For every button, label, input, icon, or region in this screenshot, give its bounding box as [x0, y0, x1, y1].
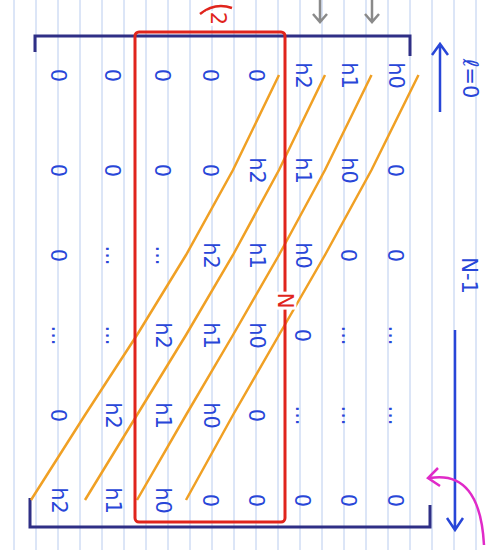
- index-label: ℓ=0: [459, 58, 480, 98]
- matrix-entry: h1: [199, 322, 220, 349]
- matrix-entry: 0: [48, 68, 69, 81]
- matrix-entry: 0: [200, 493, 221, 506]
- matrix-entry: 0: [246, 408, 267, 421]
- matrix-entry: 0: [338, 248, 359, 261]
- matrix-entry: 0: [152, 68, 173, 81]
- red-mark-label: N: [274, 291, 297, 309]
- matrix-entry: h2: [101, 402, 122, 429]
- matrix-entry: h2: [47, 487, 68, 514]
- matrix-entry: 0: [385, 163, 406, 176]
- matrix-entry: 0: [385, 493, 406, 506]
- matrix-bracket: [30, 36, 430, 527]
- matrix-entry: 0: [48, 163, 69, 176]
- diagonal-line: [137, 75, 372, 500]
- matrix-entry: h0: [337, 157, 358, 184]
- matrix-entry: h0: [199, 402, 220, 429]
- index-label: N-1: [458, 257, 479, 294]
- matrix-entry: h0: [384, 62, 405, 89]
- matrix-entry: ...: [385, 405, 406, 425]
- matrix-entry: 0: [246, 493, 267, 506]
- matrix-entry: h2: [245, 157, 266, 184]
- matrix-entry: 0: [102, 163, 123, 176]
- matrix-entry: 0: [292, 328, 313, 341]
- matrix-entry: ...: [292, 405, 313, 425]
- matrix-entry: h2: [199, 242, 220, 269]
- input-arrows: [313, 0, 379, 22]
- matrix-entry: 0: [200, 68, 221, 81]
- matrix-entry: ...: [102, 245, 123, 265]
- diagonal-line: [31, 75, 279, 500]
- pink-arrow: [428, 468, 484, 545]
- selection-box: [135, 32, 285, 522]
- matrix-entry: ...: [48, 325, 69, 345]
- matrix-entry: ...: [338, 325, 359, 345]
- diagonal-line: [186, 75, 419, 500]
- matrix-entry: h1: [337, 62, 358, 89]
- matrix-entry: 0: [48, 248, 69, 261]
- diagonal-lines: [31, 75, 419, 500]
- matrix-entry: h0: [245, 322, 266, 349]
- matrix-entry: 0: [152, 163, 173, 176]
- matrix-entry: 0: [338, 493, 359, 506]
- matrix-entry: h0: [151, 487, 172, 514]
- matrix-entry: h2: [151, 322, 172, 349]
- matrix-entry: 0: [200, 163, 221, 176]
- matrix-entry: h1: [291, 157, 312, 184]
- matrix-entry: h1: [151, 402, 172, 429]
- matrix-entry: 0: [292, 493, 313, 506]
- matrix-entry: ...: [152, 245, 173, 265]
- matrix-entry: h1: [245, 242, 266, 269]
- matrix-entry: ...: [338, 405, 359, 425]
- matrix-entry: 0: [48, 408, 69, 421]
- matrix-entry: h2: [291, 62, 312, 89]
- matrix-entry: 0: [246, 68, 267, 81]
- matrix-entry: h1: [101, 487, 122, 514]
- matrix-entry: h0: [291, 242, 312, 269]
- matrix-entry: 0: [102, 68, 123, 81]
- matrix-entry: ...: [102, 325, 123, 345]
- red-mark-label: 2: [207, 10, 230, 25]
- matrix-entry: ...: [385, 325, 406, 345]
- matrix-entry: 0: [385, 248, 406, 261]
- diagonal-line: [85, 75, 325, 500]
- paper-ruling: [14, 0, 476, 550]
